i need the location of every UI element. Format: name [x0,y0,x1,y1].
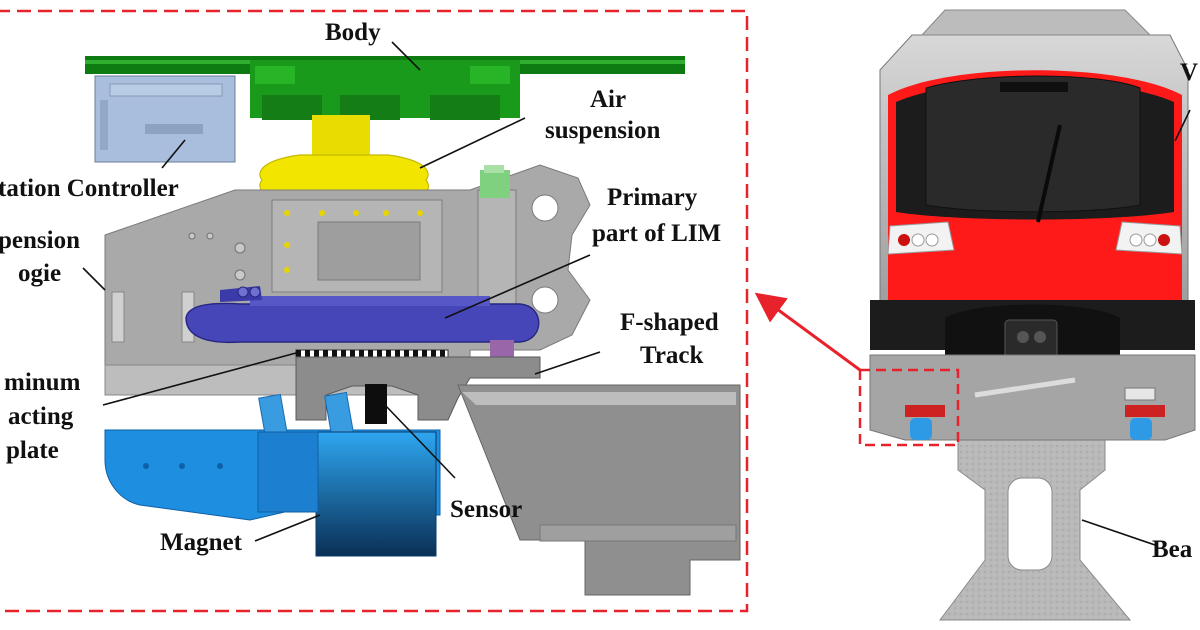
label-f-track-2: Track [640,342,704,369]
label-air-suspension-2: suspension [545,117,660,144]
label-primary-lim-1: Primary [607,184,698,211]
label-primary-lim-2: part of LIM [592,220,721,247]
label-air-suspension-1: Air [590,86,626,113]
leader-vehicle [1174,109,1191,142]
label-levitation-controller: tation Controller [0,175,179,202]
detail-frame [0,9,749,613]
label-suspension-bogie-1: pension [0,227,80,254]
train-body [870,9,1195,361]
label-suspension-bogie-2: ogie [18,260,61,287]
beam [939,437,1132,621]
sensor [365,384,387,424]
levitation-controller-box [94,75,236,163]
air-spring [259,115,429,201]
aluminum-plate [295,349,449,358]
leader-lines [82,41,601,542]
label-aluminum-plate-3: plate [6,437,59,464]
label-magnet: Magnet [160,529,243,556]
label-beam: Bea [1152,536,1193,563]
callout-arrow [754,292,861,372]
label-aluminum-plate-2: acting [8,403,74,430]
labels: Body Air suspension tation Controller pe… [0,19,721,556]
lim-primary [185,286,540,362]
leader-beam [1081,519,1156,546]
label-f-track-1: F-shaped [620,309,719,336]
detail-view: Body Air suspension tation Controller pe… [0,9,749,613]
train-front-view: V Bea [858,9,1198,621]
label-sensor: Sensor [450,496,522,523]
headlight-right [1115,221,1183,255]
label-aluminum-plate-1: minum [4,369,81,396]
body-bracket [250,60,520,120]
label-vehicle: V [1180,59,1198,86]
f-shaped-track [295,356,741,596]
magnet-assembly [104,391,441,557]
callout-box [858,368,960,447]
headlight-left [887,221,955,255]
train-bogie [869,354,1196,441]
label-body: Body [325,19,381,46]
